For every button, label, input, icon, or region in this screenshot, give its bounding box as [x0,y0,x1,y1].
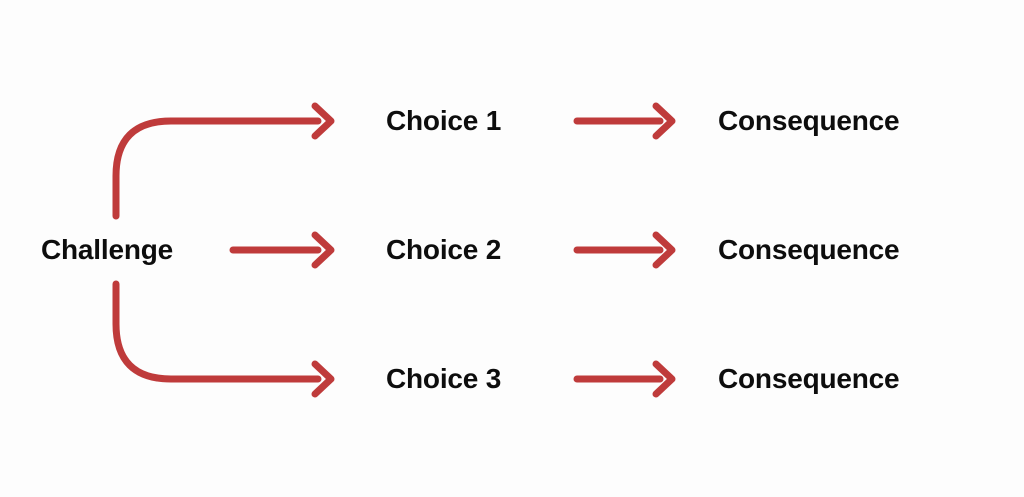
arrow-challenge-to-choice-1-head [311,102,335,140]
arrow-challenge-to-choice-2-head [311,231,335,269]
arrow-choice-1-to-consequence-1-head [652,102,676,140]
arrow-challenge-to-choice-2 [229,231,335,269]
arrow-choice-3-to-consequence-3 [573,360,676,398]
arrow-challenge-to-choice-1 [112,102,335,220]
node-choice-2: Choice 2 [386,234,502,265]
node-challenge: Challenge [41,234,174,265]
arrow-choice-2-to-consequence-2 [573,231,676,269]
arrow-choice-1-to-consequence-1 [573,102,676,140]
node-choice-3: Choice 3 [386,363,502,394]
arrow-challenge-to-choice-3-shaft [112,280,322,383]
node-consequence-1: Consequence [718,105,900,136]
node-consequence-3: Consequence [718,363,900,394]
arrow-challenge-to-choice-3 [112,280,335,398]
arrow-choice-2-to-consequence-2-head [652,231,676,269]
arrow-choice-3-to-consequence-3-head [652,360,676,398]
node-choice-1: Choice 1 [386,105,502,136]
node-consequence-2: Consequence [718,234,900,265]
arrow-challenge-to-choice-1-shaft [112,117,322,220]
arrow-challenge-to-choice-3-head [311,360,335,398]
